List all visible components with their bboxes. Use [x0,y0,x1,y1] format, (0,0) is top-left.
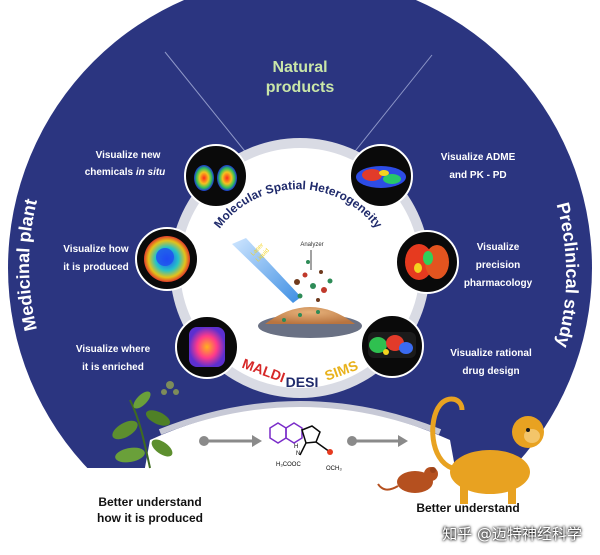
tissue-sample [265,307,355,324]
item-new-chemicals-italic: in situ [136,167,165,178]
item-precision-line2: precision [476,260,520,271]
divider-left [164,51,253,161]
item-how-produced-line1: Visualize how [63,244,129,255]
item-precision-line1: Visualize [477,242,520,253]
item-new-chemicals-line2: chemicals in situ [85,167,166,178]
plant-illustration [112,381,179,469]
top-section-line1: Natural [272,59,327,76]
laser-beam [232,238,301,303]
image-precision [395,230,459,294]
item-rational-line1: Visualize rational [450,348,532,359]
image-adme [349,144,413,208]
chem-label-h: H [294,444,298,450]
item-adme-line1: Visualize ADME [441,152,516,163]
animal-illustration [377,396,544,504]
item-how-produced-line2: it is produced [63,262,129,273]
bottom-left-line2: how it is produced [97,511,203,525]
divider-right [347,54,433,161]
technique-desi: DESI [286,374,319,390]
watermark: 知乎 @迈特神经科学 [442,525,582,543]
left-flow-arrow-icon [199,435,262,447]
item-precision-line3: pharmacology [464,278,533,289]
item-new-chemicals-line2-text: chemicals [85,167,136,178]
bottom-right-line1: Better understand [416,501,519,515]
chemical-structure: H N H₃COOC OCH₃ [269,422,342,472]
analyzer-label: Analyzer [300,242,323,248]
item-new-chemicals-line1: Visualize new [96,150,161,161]
image-new-chemicals [184,144,248,208]
center-illustration: Laser Liquid Analyzer [232,238,362,338]
chem-label-left: H₃COOC [276,462,301,468]
right-flow-arrow-icon [347,435,408,447]
ion-particles [294,260,333,302]
item-where-enriched-line2: it is enriched [82,362,144,373]
item-adme-line2: and PK - PD [449,170,506,181]
item-where-enriched-line1: Visualize where [76,344,151,355]
bottom-arc [158,401,442,435]
image-how-produced [135,227,199,291]
bottom-left-line1: Better understand [98,495,201,509]
image-rational [360,314,424,378]
chem-label-n: N [296,451,300,457]
item-rational-line2: drug design [462,366,519,377]
top-section-line2: products [266,79,335,96]
chem-label-right: OCH₃ [326,466,342,472]
image-where-enriched [175,315,239,379]
